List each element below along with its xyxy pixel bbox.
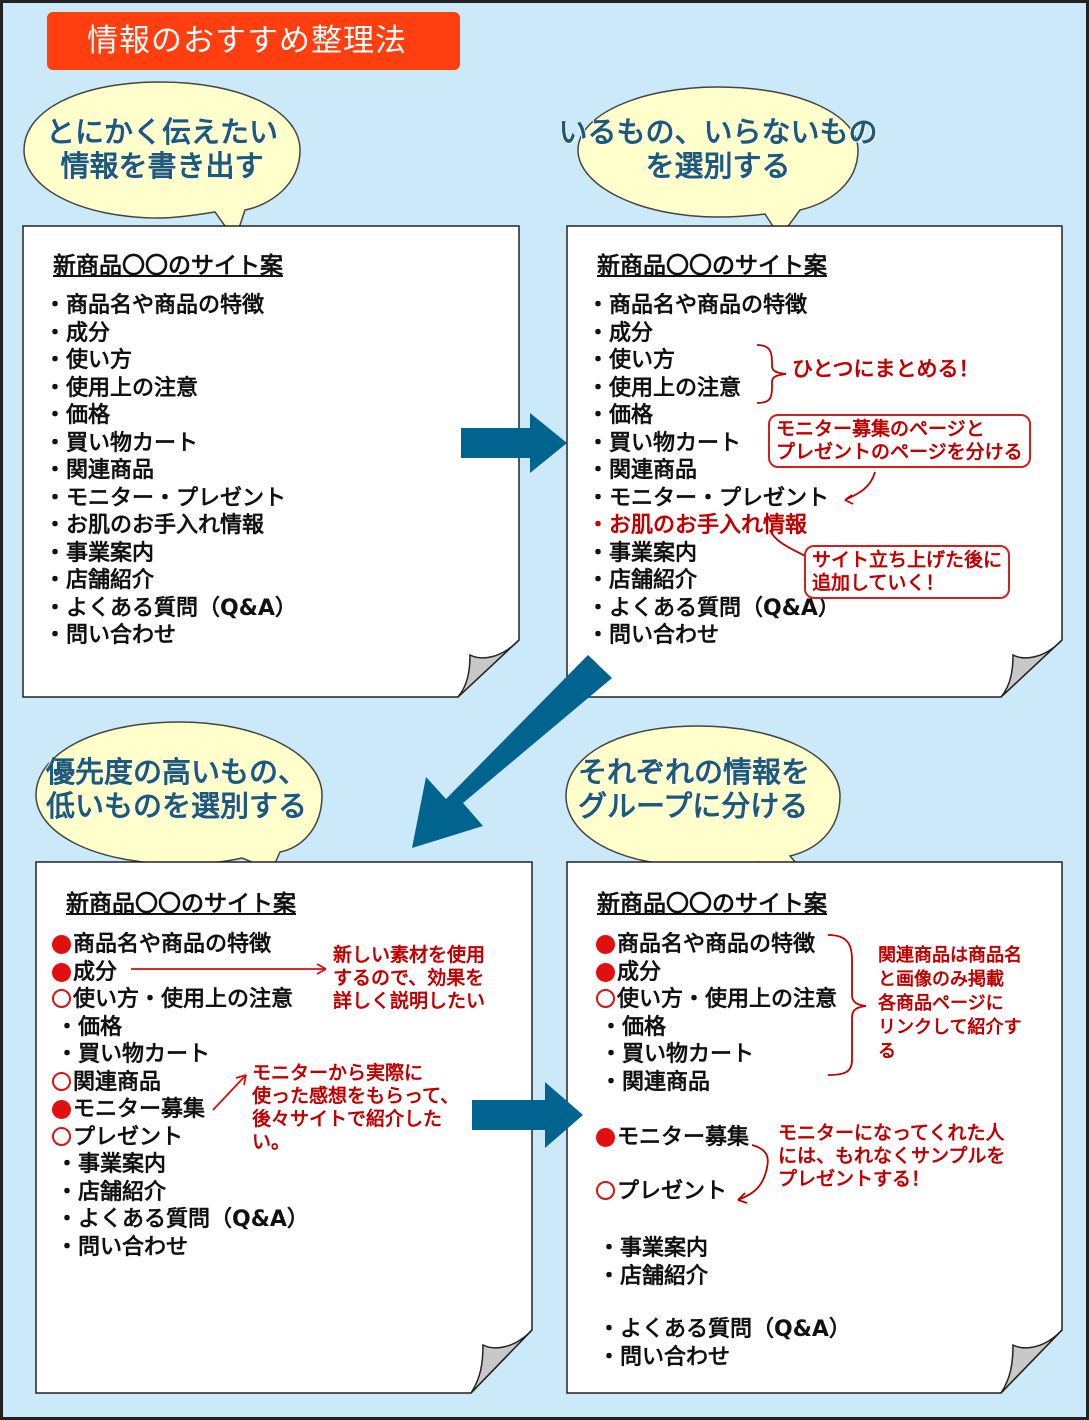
list-item: ・モニター・プレゼント xyxy=(587,485,830,511)
speech-bubble-1 xyxy=(23,81,301,242)
list-item: 成分 xyxy=(596,959,837,987)
bubble-4-text: それぞれの情報をグループに分ける xyxy=(578,755,811,823)
doc-3-title: 新商品〇〇のサイト案 xyxy=(66,891,296,917)
list-item: ・店舗紹介 xyxy=(598,1263,709,1289)
list-item: ・商品名や商品の特徴 xyxy=(44,293,265,318)
list-item: ・お肌のお手入れ情報 xyxy=(587,513,808,538)
priority-mid-ring-icon xyxy=(596,989,615,1008)
list-item: 関連商品 xyxy=(52,1069,309,1097)
list-item: ・よくある質問（Q&A） xyxy=(587,595,840,621)
note-split: モニター募集のページとプレゼントのページを分ける xyxy=(768,414,1031,468)
priority-mid-ring-icon xyxy=(52,989,71,1008)
doc-4-group-product: 商品名や商品の特徴 成分 使い方・使用上の注意 ・価格 ・買い物カート ・関連商… xyxy=(596,931,837,1096)
list-item: ・問い合わせ xyxy=(56,1234,189,1260)
page-title: 情報のおすすめ整理法 xyxy=(47,12,460,70)
note-monitor-feedback: モニターから実際に使った感想をもらって、後々サイトで紹介したい。 xyxy=(252,1062,460,1153)
doc-4-group-present: プレゼント xyxy=(596,1178,727,1206)
list-item: ・よくある質問（Q&A） xyxy=(56,1207,309,1232)
list-item: 使い方・使用上の注意 xyxy=(52,986,309,1014)
doc-4-group-company: ・事業案内 ・店舗紹介 xyxy=(598,1235,708,1290)
note-related-products: 関連商品は商品名と画像のみ掲載各商品ページにリンクして紹介する xyxy=(878,945,1022,1062)
list-item: ・事業案内 xyxy=(44,540,155,566)
list-item: ・価格 xyxy=(44,403,111,428)
doc-4-group-monitor: モニター募集 xyxy=(596,1124,749,1152)
list-item: ・使い方 xyxy=(587,348,676,373)
note-later: サイト立ち上げた後に追加していく！ xyxy=(804,545,1011,599)
priority-high-dot-icon xyxy=(596,1128,615,1147)
list-item: ・問い合わせ xyxy=(587,623,720,648)
list-item: 商品名や商品の特徴 xyxy=(596,931,837,959)
list-item: ・商品名や商品の特徴 xyxy=(587,293,808,318)
list-item: 商品名や商品の特徴 xyxy=(52,931,309,959)
list-item: ・価格 xyxy=(600,1014,667,1040)
priority-mid-ring-icon xyxy=(52,1071,71,1091)
priority-high-dot-icon xyxy=(596,935,615,954)
list-item: ・よくある質問（Q&A） xyxy=(44,595,297,621)
list-item: ・事業案内 xyxy=(587,540,698,566)
list-item: プレゼント xyxy=(52,1124,309,1152)
priority-high-dot-icon xyxy=(52,1100,71,1119)
list-item: ・モニター・プレゼント xyxy=(44,485,287,511)
list-item: ・成分 xyxy=(44,320,111,346)
list-item: モニター募集 xyxy=(596,1124,749,1152)
arrow-down-left xyxy=(412,655,612,848)
list-item: ・使用上の注意 xyxy=(587,375,742,401)
list-item: ・店舗紹介 xyxy=(56,1179,167,1205)
list-item: ・お肌のお手入れ情報 xyxy=(44,513,265,538)
bubble-2-text: いるもの、いらないものを選別する xyxy=(558,115,878,183)
list-item: ・買い物カート xyxy=(587,430,742,456)
list-item: ・よくある質問（Q&A） xyxy=(598,1317,851,1342)
doc-4-title: 新商品〇〇のサイト案 xyxy=(597,891,827,917)
priority-high-dot-icon xyxy=(596,962,615,982)
list-item: ・関連商品 xyxy=(587,458,698,483)
doc-2-title: 新商品〇〇のサイト案 xyxy=(597,253,827,279)
list-item: モニター募集 xyxy=(52,1096,309,1124)
arrow-right-2 xyxy=(472,1082,583,1148)
doc-3-item-list: 商品名や商品の特徴 成分 使い方・使用上の注意 ・価格 ・買い物カート 関連商品… xyxy=(52,931,309,1261)
list-item: ・店舗紹介 xyxy=(587,568,698,593)
list-item: ・成分 xyxy=(587,320,654,346)
list-item: ・関連商品 xyxy=(600,1069,711,1095)
list-item: ・買い物カート xyxy=(44,430,199,456)
list-item: ・問い合わせ xyxy=(598,1344,731,1370)
priority-high-dot-icon xyxy=(52,962,71,982)
priority-mid-ring-icon xyxy=(596,1181,615,1200)
list-item: ・価格 xyxy=(56,1014,123,1040)
note-ingredients: 新しい素材を使用するので、効果を詳しく説明したい xyxy=(333,944,486,1012)
list-item: ・使用上の注意 xyxy=(44,375,199,401)
list-item: 成分 xyxy=(52,959,309,987)
doc-2-item-list: ・商品名や商品の特徴 ・成分 ・使い方 ・使用上の注意 ・価格 ・買い物カート … xyxy=(587,292,840,650)
note-combine: ひとつにまとめる！ xyxy=(792,357,980,381)
priority-high-dot-icon xyxy=(52,935,71,954)
note-monitor-sample: モニターになってくれた人には、もれなくサンプルをプレゼントする！ xyxy=(778,1122,1006,1190)
list-item: ・事業案内 xyxy=(56,1152,167,1177)
doc-4-group-support: ・よくある質問（Q&A） ・問い合わせ xyxy=(598,1316,851,1371)
list-item: ・店舗紹介 xyxy=(44,568,155,593)
list-item: 使い方・使用上の注意 xyxy=(596,986,837,1014)
list-item: ・価格 xyxy=(587,403,654,428)
list-item: ・関連商品 xyxy=(44,458,155,483)
list-item: ・事業案内 xyxy=(598,1236,709,1261)
list-item: ・使い方 xyxy=(44,348,133,373)
priority-mid-ring-icon xyxy=(52,1126,71,1146)
list-item: ・買い物カート xyxy=(600,1042,755,1067)
doc-1-item-list: ・商品名や商品の特徴 ・成分 ・使い方 ・使用上の注意 ・価格 ・買い物カート … xyxy=(44,292,297,650)
bubble-1-text: とにかく伝えたい情報を書き出す xyxy=(45,115,278,183)
arrow-right-1 xyxy=(461,413,567,473)
list-item: ・問い合わせ xyxy=(44,623,177,648)
speech-bubble-2 xyxy=(577,86,859,239)
bubble-3-text: 優先度の高いもの、低いものを選別する xyxy=(46,755,308,823)
list-item: プレゼント xyxy=(596,1178,727,1206)
list-item: ・買い物カート xyxy=(56,1042,211,1067)
doc-1-title: 新商品〇〇のサイト案 xyxy=(53,253,283,279)
